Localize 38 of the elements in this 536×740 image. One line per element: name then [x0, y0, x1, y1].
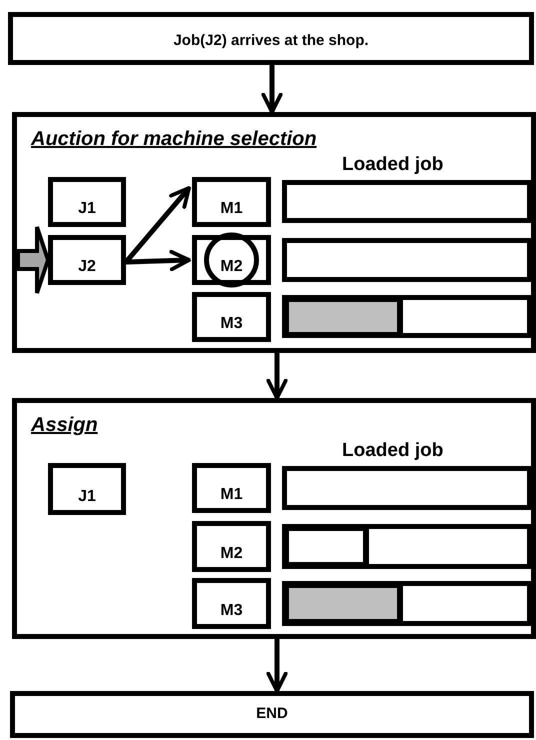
- machine-box: [192, 521, 271, 572]
- machine-box: [192, 578, 271, 629]
- column-heading: Loaded job: [342, 154, 444, 176]
- job-slot: [282, 238, 532, 282]
- job-box: [48, 463, 126, 515]
- machine-box: [192, 292, 271, 342]
- job-box: [48, 177, 126, 227]
- job-slot: [282, 581, 532, 626]
- job-slot: [282, 295, 532, 338]
- job-slot: [282, 180, 532, 223]
- machine-label: M1: [219, 200, 244, 218]
- arrow: [266, 353, 288, 400]
- job-label: J1: [77, 200, 97, 218]
- arrow: [126, 250, 191, 272]
- machine-label: M2: [219, 258, 244, 276]
- machine-label: M2: [219, 545, 244, 563]
- job-label: J1: [77, 488, 97, 506]
- job-slot: [282, 466, 532, 510]
- step-panel: [12, 398, 536, 639]
- step-text: Job(J2) arrives at the shop.: [172, 32, 370, 49]
- machine-label: M3: [219, 602, 244, 620]
- machine-label: M1: [219, 486, 244, 504]
- step-text: END: [255, 705, 289, 722]
- job-label: J2: [77, 258, 97, 276]
- arrow: [266, 639, 288, 693]
- machine-box: [192, 177, 271, 227]
- job-box: [48, 235, 126, 285]
- step-box: [10, 691, 534, 738]
- step-title: Auction for machine selection: [31, 128, 317, 151]
- machine-label: M3: [219, 315, 244, 333]
- step-title: Assign: [31, 414, 98, 437]
- block-arrow: [16, 225, 50, 295]
- job-slot: [282, 524, 532, 569]
- step-panel: [12, 112, 536, 353]
- arrow: [261, 65, 283, 114]
- column-heading: Loaded job: [342, 440, 444, 462]
- step-box: [8, 12, 534, 65]
- machine-box: [192, 463, 271, 513]
